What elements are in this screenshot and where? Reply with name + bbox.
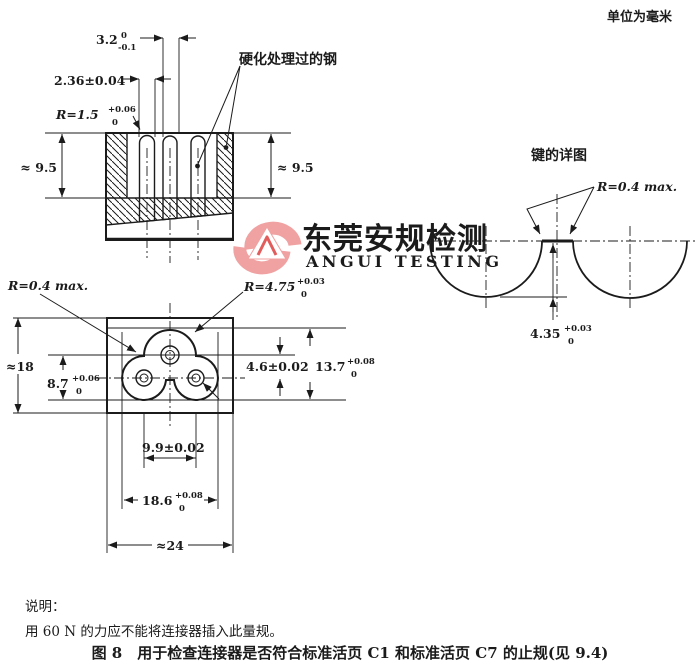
- dim-18-value: ≈18: [6, 359, 34, 374]
- dim-r1-5-sub: 0: [112, 118, 118, 128]
- dim-9-9-value: 9.9±0.02: [142, 440, 205, 455]
- dim-13-7: 13.7 +0.08 0: [306, 329, 375, 399]
- dim-18-6-value: 18.6: [142, 493, 173, 508]
- bowl-left: [429, 240, 543, 298]
- dim-8-7-sup: +0.06: [72, 374, 100, 384]
- notes-label: 说明：: [25, 599, 66, 615]
- dim-height-right: ≈ 9.5: [233, 132, 314, 199]
- dim-r1-5-value: R=1.5: [55, 107, 99, 122]
- dim-18: ≈18: [6, 318, 34, 413]
- dim-4-35-sub: 0: [568, 337, 574, 347]
- cloverleaf-cutout: [121, 329, 219, 401]
- dim-r1-5: R=1.5 +0.06 0: [55, 105, 141, 130]
- dim-4-35-sup: +0.03: [564, 324, 592, 334]
- dim-2-36-value: 2.36±0.04: [54, 73, 126, 88]
- dim-13-7-sub: 0: [351, 370, 357, 380]
- dim-r0-4-plan-value: R=0.4 max.: [7, 278, 88, 293]
- dim-3-2-sup: 0: [121, 31, 127, 41]
- dim-height-right-value: ≈ 9.5: [277, 160, 314, 175]
- watermark-logo-caret: [256, 235, 278, 256]
- watermark-text-zh: 东莞安规检测: [302, 222, 488, 257]
- plan-block-outline: [106, 317, 234, 414]
- dim-2-36: 2.36±0.04: [54, 73, 171, 137]
- plan-view: R=0.4 max. R=4.75 +0.03 0 ≈18: [6, 277, 375, 553]
- dim-13-7-value: 13.7: [315, 359, 345, 374]
- dim-24: ≈24: [108, 538, 232, 553]
- dim-8-7: 8.7 +0.06 0: [47, 356, 100, 399]
- dim-r0-4-detail: R=0.4 max.: [526, 179, 677, 235]
- slant-line: [105, 212, 234, 226]
- section-view: 3.2 0 -0.1 2.36±0.04 R=1.5 +0.06 0 硬: [20, 31, 337, 263]
- note-line-1: 用 60 N 的力应不能将连接器插入此量规。: [25, 624, 283, 640]
- bowl-right: [572, 240, 688, 299]
- units-label: 单位为毫米: [606, 10, 672, 25]
- dim-4-6-value: 4.6±0.02: [246, 359, 309, 374]
- dim-13-7-sup: +0.08: [347, 357, 375, 367]
- watermark-logo-triangle: [247, 226, 287, 260]
- technical-drawing: 东莞安规检测 ANGUI TESTING: [6, 31, 697, 553]
- gauge-slots: [138, 134, 206, 223]
- bottom-band-hatch: [106, 198, 233, 225]
- detail-view: 键的详图 R=0.4 max. 4.35 +0.03 0: [428, 147, 697, 347]
- left-wall-hatch: [106, 133, 127, 198]
- watermark-text-en: ANGUI TESTING: [305, 252, 503, 271]
- gauge-holes: [135, 345, 205, 387]
- dim-r4-75-value: R=4.75: [243, 279, 295, 294]
- section-block-outline: [105, 132, 234, 241]
- dim-r4-75: R=4.75 +0.03 0: [194, 277, 325, 400]
- dim-height-left: ≈ 9.5: [20, 132, 106, 199]
- dim-r0-4-plan: R=0.4 max.: [7, 278, 137, 353]
- dim-r4-75-sup: +0.03: [297, 277, 325, 287]
- dim-3-2-sub: -0.1: [118, 43, 136, 53]
- dim-r0-4-detail-value: R=0.4 max.: [596, 179, 677, 194]
- watermark: 东莞安规检测 ANGUI TESTING: [233, 221, 503, 275]
- dim-24-value: ≈24: [156, 538, 184, 553]
- detail-title: 键的详图: [530, 147, 587, 164]
- dim-3-2-value: 3.2: [96, 32, 118, 47]
- dim-8-7-value: 8.7: [47, 376, 69, 391]
- dim-r4-75-sub: 0: [301, 290, 307, 300]
- dim-9-9: 9.9±0.02: [142, 440, 205, 462]
- dim-8-7-sub: 0: [76, 387, 82, 397]
- dim-4-6: 4.6±0.02: [246, 337, 309, 396]
- dim-3-2: 3.2 0 -0.1: [96, 31, 196, 137]
- right-wall-hatch: [217, 133, 233, 198]
- dim-4-35: 4.35 +0.03 0: [500, 243, 592, 347]
- dim-18-6-sub: 0: [179, 504, 185, 514]
- dim-height-left-value: ≈ 9.5: [20, 160, 57, 175]
- dim-4-35-value: 4.35: [530, 326, 560, 341]
- figure-caption: 图 8 用于检查连接器是否符合标准活页 C1 和标准活页 C7 的止规(见 9.…: [91, 644, 609, 662]
- dim-r1-5-sup: +0.06: [108, 105, 136, 115]
- dim-18-6: 18.6 +0.08 0: [124, 491, 217, 514]
- steel-callout: 硬化处理过的钢: [195, 51, 337, 169]
- steel-label: 硬化处理过的钢: [239, 51, 337, 68]
- watermark-logo-top-crescent: [244, 221, 302, 250]
- dim-18-6-sup: +0.08: [175, 491, 203, 501]
